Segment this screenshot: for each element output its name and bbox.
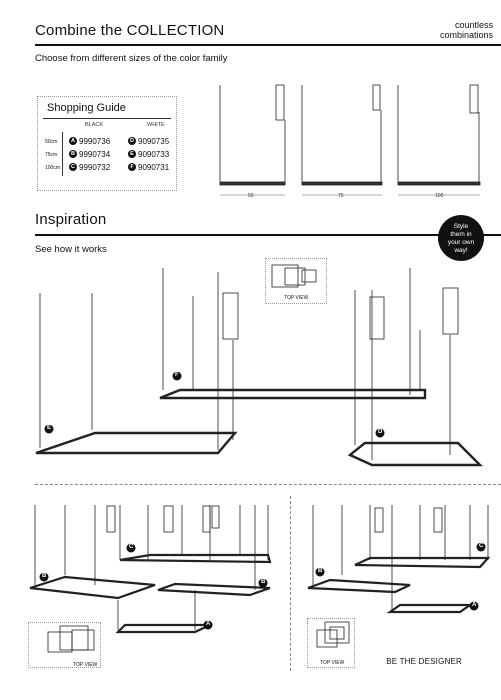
right-marker-a: A bbox=[472, 602, 477, 608]
badge-a: A bbox=[69, 137, 77, 145]
style-bubble: Style them in your own way! bbox=[438, 215, 484, 261]
col-header-white: WHITE bbox=[147, 122, 165, 128]
left-top-view-box: TOP VIEW bbox=[28, 622, 101, 668]
lamp-frame-100 bbox=[397, 181, 481, 186]
footer-tagline: BE THE DESIGNER bbox=[386, 657, 462, 666]
badge-e: E bbox=[128, 150, 136, 158]
page-title: Combine the COLLECTION bbox=[35, 22, 225, 39]
size-label-100: 100 bbox=[435, 193, 444, 199]
row-size: 75cm bbox=[45, 152, 58, 158]
right-marker-c: C bbox=[479, 543, 484, 549]
lamp-marker-e: E bbox=[47, 425, 52, 431]
left-marker-a: A bbox=[206, 621, 211, 627]
size-label-50: 50 bbox=[248, 193, 254, 199]
inspiration-subtitle: See how it works bbox=[35, 244, 107, 255]
black-code: 9990734 bbox=[79, 150, 111, 159]
row-size: 100cm bbox=[45, 165, 61, 171]
lamp-marker-f: F bbox=[175, 372, 179, 378]
table-divider bbox=[62, 132, 63, 176]
table-row: 50cm A 9990736 D 9090735 bbox=[43, 137, 173, 150]
side-note-line1: countless bbox=[454, 20, 493, 30]
badge-b: B bbox=[69, 150, 77, 158]
lamp-cylinder bbox=[469, 84, 479, 114]
left-marker-b1: B bbox=[42, 573, 47, 579]
table-row: 75cm B 9990734 E 9090733 bbox=[43, 150, 173, 163]
col-header-black: BLACK bbox=[85, 122, 104, 128]
lamp-cylinder bbox=[372, 84, 381, 111]
shopping-guide-rule bbox=[43, 118, 171, 119]
shopping-guide: Shopping Guide BLACK WHITE 50cm A 999073… bbox=[37, 96, 177, 191]
column-divider bbox=[290, 496, 291, 671]
table-row: 100cm C 9990732 F 9090731 bbox=[43, 163, 173, 176]
white-code: 9090733 bbox=[138, 150, 170, 159]
badge-f: F bbox=[128, 163, 136, 171]
black-code: 9990732 bbox=[79, 163, 111, 172]
inspiration-title: Inspiration bbox=[35, 211, 107, 228]
right-top-view-label: TOP VIEW bbox=[320, 660, 345, 666]
side-note-line2: combinations bbox=[439, 30, 493, 40]
bubble-line1: Style bbox=[453, 223, 469, 230]
white-code: 9090731 bbox=[138, 163, 170, 172]
page-subtitle: Choose from different sizes of the color… bbox=[35, 53, 228, 64]
header-rule bbox=[35, 44, 501, 46]
bubble-line2: them in bbox=[450, 231, 472, 238]
left-marker-c: C bbox=[129, 544, 134, 550]
top-view-label: TOP VIEW bbox=[284, 295, 309, 301]
row-size: 50cm bbox=[45, 139, 58, 145]
left-marker-b2: B bbox=[261, 579, 266, 585]
top-view-box: TOP VIEW bbox=[265, 258, 327, 304]
lamp-frame-75 bbox=[301, 181, 383, 186]
bubble-line3: your own bbox=[447, 239, 475, 246]
lamp-cylinder bbox=[275, 84, 285, 121]
right-top-view-box: TOP VIEW bbox=[307, 618, 355, 668]
size-label-75: 75 bbox=[338, 193, 344, 199]
side-note: countless combinations bbox=[438, 20, 493, 40]
black-code: 9990736 bbox=[79, 137, 111, 146]
badge-d: D bbox=[128, 137, 136, 145]
right-marker-b: B bbox=[318, 568, 323, 574]
white-code: 9090735 bbox=[138, 137, 170, 146]
inspiration-rule bbox=[35, 234, 501, 236]
badge-c: C bbox=[69, 163, 77, 171]
lamp-frame-50 bbox=[219, 181, 286, 186]
section-divider bbox=[35, 484, 501, 485]
shopping-guide-title: Shopping Guide bbox=[47, 102, 126, 114]
lamp-marker-d: D bbox=[378, 429, 383, 435]
left-top-view-label: TOP VIEW bbox=[73, 662, 98, 668]
bubble-line4: way! bbox=[454, 247, 468, 254]
